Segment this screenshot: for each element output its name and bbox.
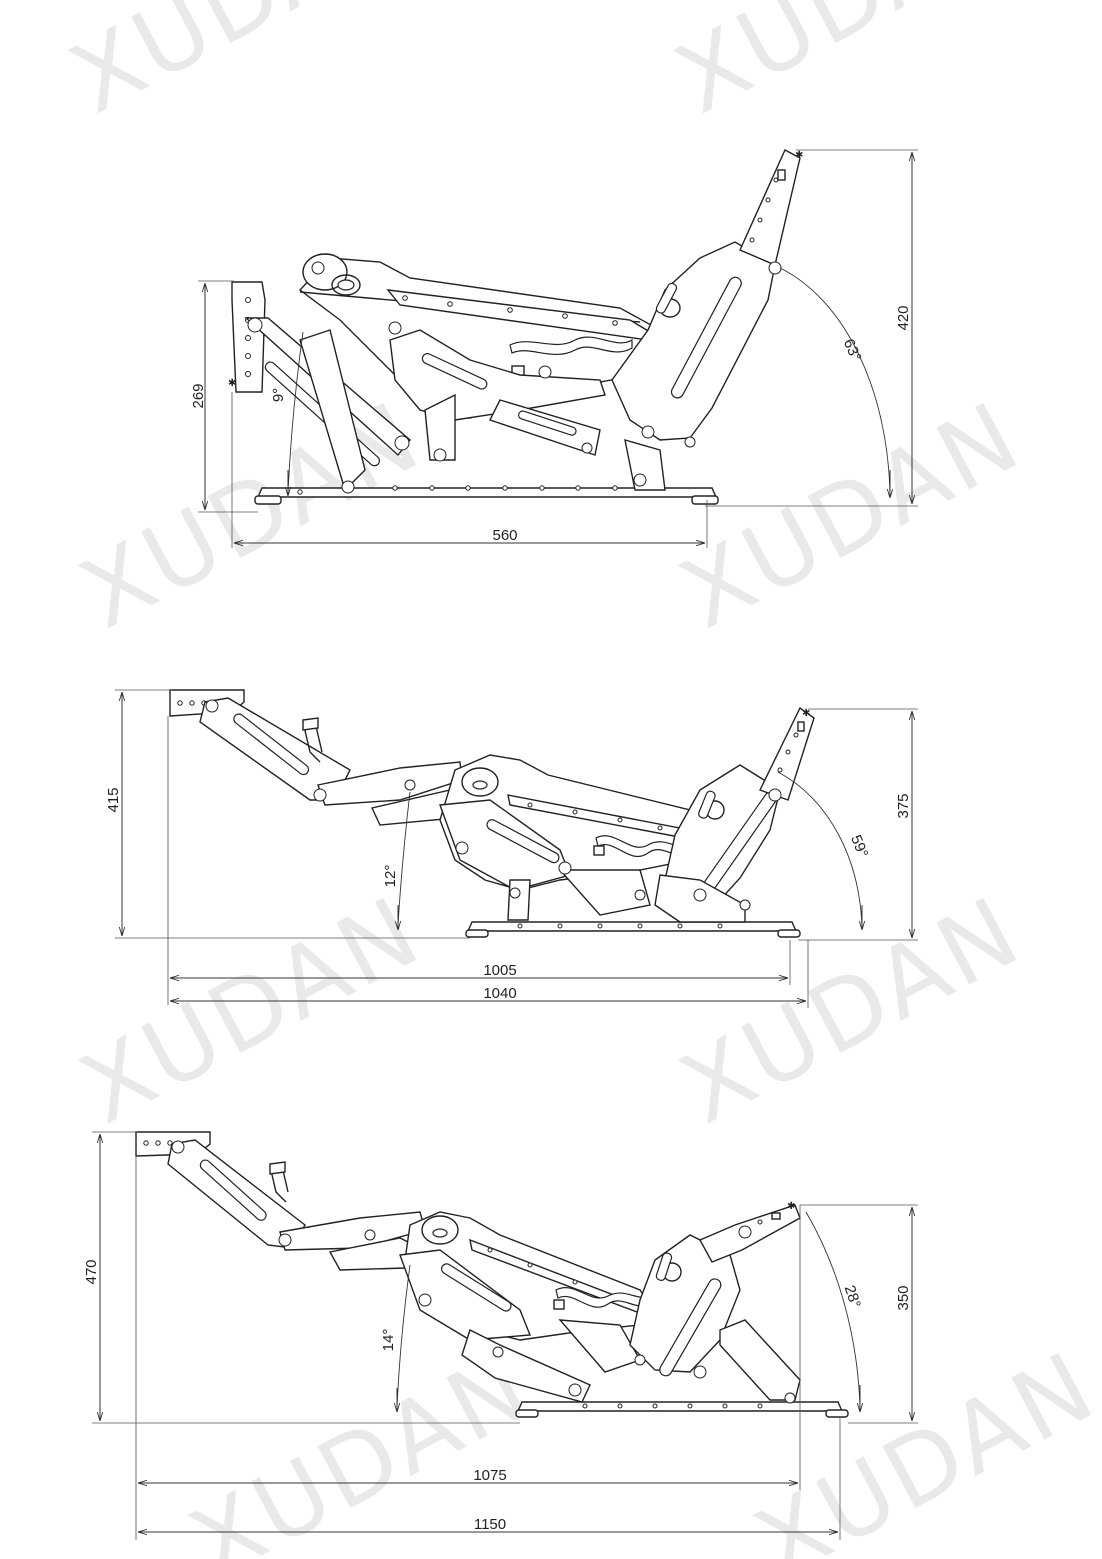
dim-height-right-full: 350 bbox=[895, 1285, 912, 1310]
dimensions-full: 470 14° 350 28° 1075 1150 bbox=[83, 1131, 918, 1540]
dim-height-right-closed: 420 bbox=[895, 305, 912, 330]
dim-width-outer-full: 1150 bbox=[474, 1516, 506, 1533]
dimensions-closed: 269 9° 420 63° 560 bbox=[190, 149, 918, 548]
dimensions-tv: 415 12° 375 59° 1005 1040 bbox=[105, 689, 918, 1008]
watermark-text: XUDAN bbox=[738, 1330, 1102, 1559]
dim-height-left-closed: 269 bbox=[190, 383, 207, 408]
mechanism-closed-drawing: ✱ ✱ bbox=[228, 149, 803, 505]
svg-text:✱: ✱ bbox=[795, 150, 803, 161]
svg-text:✱: ✱ bbox=[802, 708, 810, 719]
dim-angle-left-full: 14° bbox=[380, 1329, 397, 1352]
dim-angle-left-tv: 12° bbox=[382, 865, 399, 888]
view-closed: ✱ ✱ 269 9° 420 63° 560 bbox=[190, 149, 918, 548]
watermark-text: XUDAN bbox=[658, 0, 1034, 135]
dim-width-inner-tv: 1005 bbox=[483, 962, 516, 979]
view-full-recline: ✱ 470 14° 350 28° 1 bbox=[83, 1131, 918, 1540]
dim-angle-right-full: 28° bbox=[841, 1283, 864, 1310]
watermark-text: XUDAN bbox=[63, 875, 439, 1146]
watermark-text: XUDAN bbox=[663, 380, 1039, 651]
mechanism-full-drawing: ✱ bbox=[135, 1131, 849, 1418]
dim-width-outer-tv: 1040 bbox=[483, 985, 516, 1002]
dim-width-inner-full: 1075 bbox=[473, 1467, 506, 1484]
dim-angle-left-closed: 9° bbox=[270, 388, 287, 402]
dim-height-right-tv: 375 bbox=[895, 793, 912, 818]
dim-angle-right-closed: 63° bbox=[840, 336, 865, 364]
svg-text:✱: ✱ bbox=[228, 378, 236, 389]
dim-angle-right-tv: 59° bbox=[847, 833, 871, 860]
watermark-text: XUDAN bbox=[53, 0, 429, 135]
mechanism-tv-drawing: ✱ bbox=[169, 689, 815, 938]
dim-height-left-tv: 415 bbox=[105, 787, 122, 812]
dim-width-closed: 560 bbox=[492, 527, 517, 544]
svg-text:✱: ✱ bbox=[787, 1201, 795, 1212]
dim-height-left-full: 470 bbox=[83, 1259, 100, 1284]
view-tv: ✱ 415 12° 375 59° 1005 bbox=[105, 689, 918, 1008]
